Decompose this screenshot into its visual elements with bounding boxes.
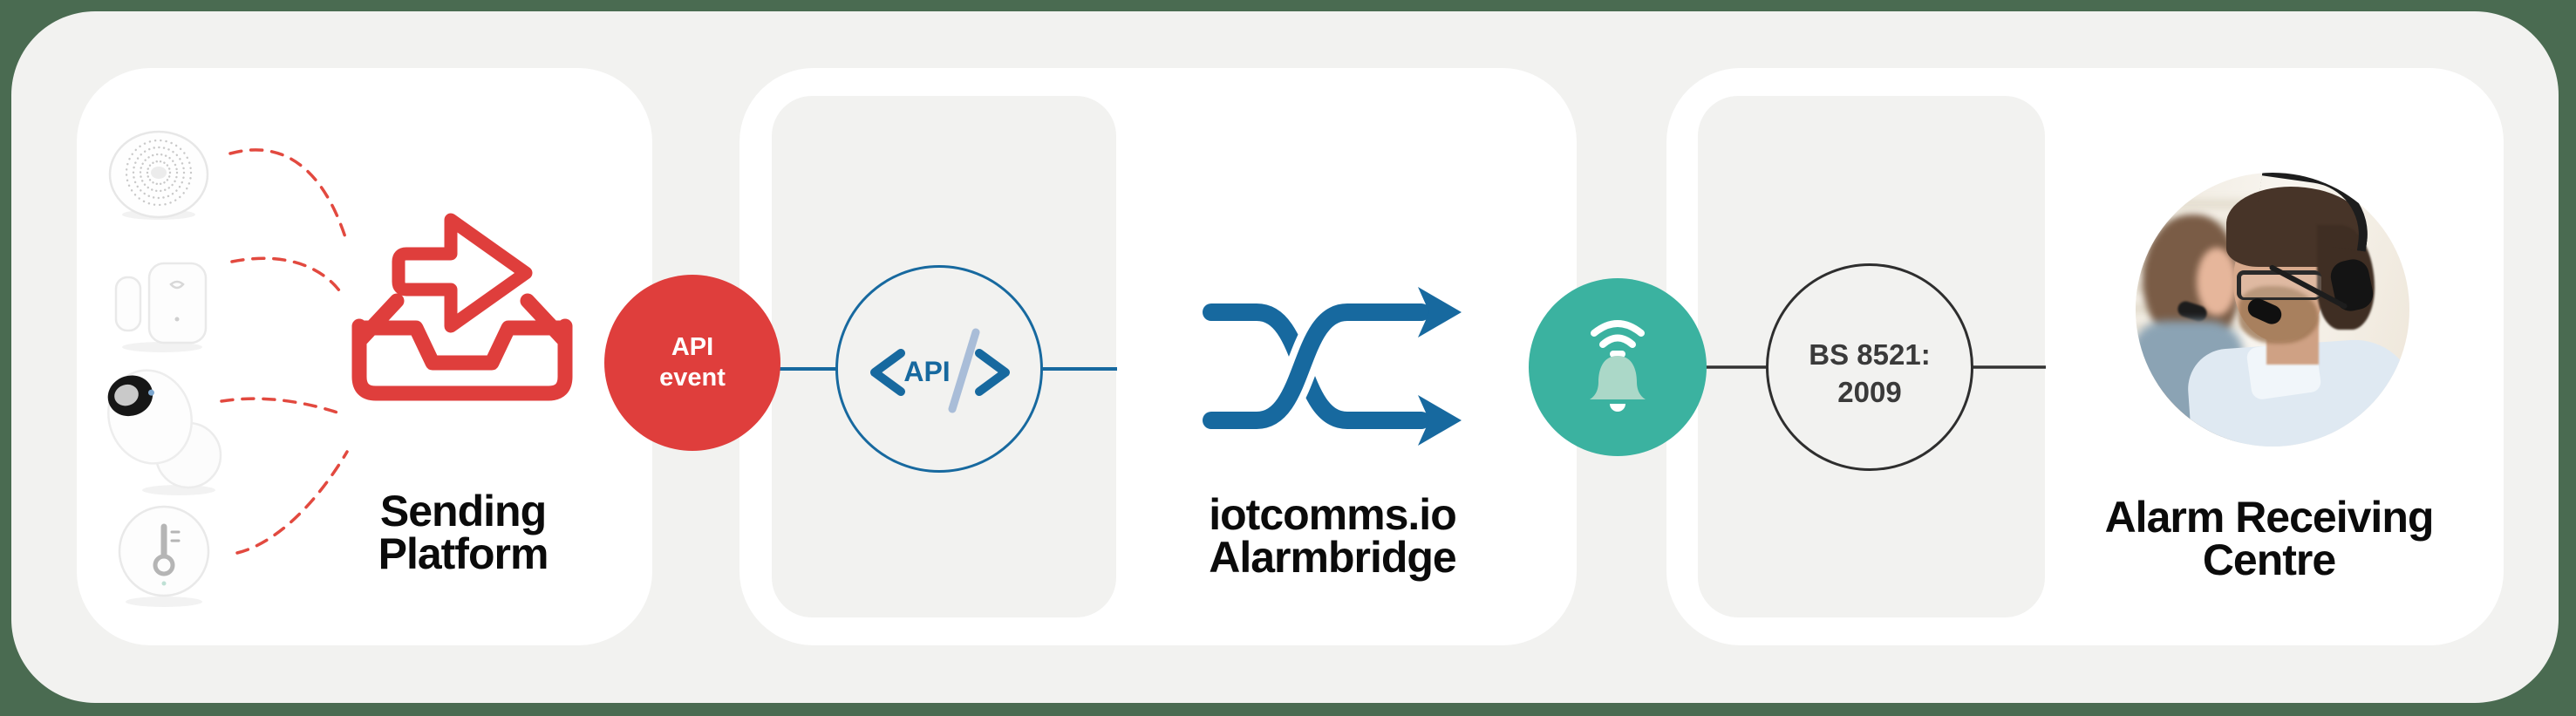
- bell-wifi-icon: [1590, 320, 1646, 412]
- bs8521-label: BS 8521: 2009: [1809, 338, 1931, 408]
- alarm-notification-badge: [1529, 278, 1707, 456]
- angle-bracket-left-icon: [870, 349, 905, 396]
- door-window-sensor-icon: [114, 262, 208, 352]
- bell-icon: [1590, 356, 1646, 399]
- device-connection-arcs: [220, 148, 349, 555]
- shuffle-arrows-icon: [1196, 287, 1462, 446]
- temperature-humidity-sensor-icon: [118, 505, 210, 607]
- shuffle-arrowhead-bottom: [1418, 395, 1462, 446]
- api-event-label: API event: [659, 333, 726, 392]
- sending-platform-caption: Sending Platform: [378, 487, 549, 578]
- shuffle-arrowhead-top: [1418, 287, 1462, 338]
- inbox-tray: [351, 318, 573, 401]
- alarmbridge-caption: iotcomms.io Alarmbridge: [1209, 490, 1457, 582]
- angle-bracket-right-icon: [975, 349, 1010, 396]
- photo-woman-face: [2197, 248, 2237, 316]
- api-circle-node: API: [835, 265, 1043, 473]
- wifi-outer-arc: [1591, 320, 1645, 337]
- slash-icon: [948, 328, 980, 413]
- bell-clapper: [1610, 404, 1625, 412]
- alarm-receiving-centre-caption: Alarm Receiving Centre: [2104, 493, 2435, 584]
- api-node-label: API: [903, 356, 951, 387]
- inbox-arrow-icon: [351, 213, 573, 401]
- api-event-badge: API event: [604, 275, 780, 451]
- wifi-inner-arc: [1599, 334, 1636, 348]
- motion-sensor-icon: [107, 369, 222, 495]
- arc-door-sensor: [230, 256, 345, 298]
- inbox-rim-notch: [351, 320, 573, 371]
- arc-temperature-sensor: [235, 450, 349, 555]
- arc-motion-sensor: [220, 397, 342, 415]
- bs8521-node: BS 8521: 2009: [1766, 263, 1973, 471]
- call-centre-operators-photo: [2136, 173, 2409, 447]
- code-api-icon: [870, 328, 1010, 413]
- smoke-detector-icon: [108, 130, 209, 220]
- arc-smoke-detector: [228, 148, 347, 239]
- arrow-into-inbox: [392, 213, 533, 333]
